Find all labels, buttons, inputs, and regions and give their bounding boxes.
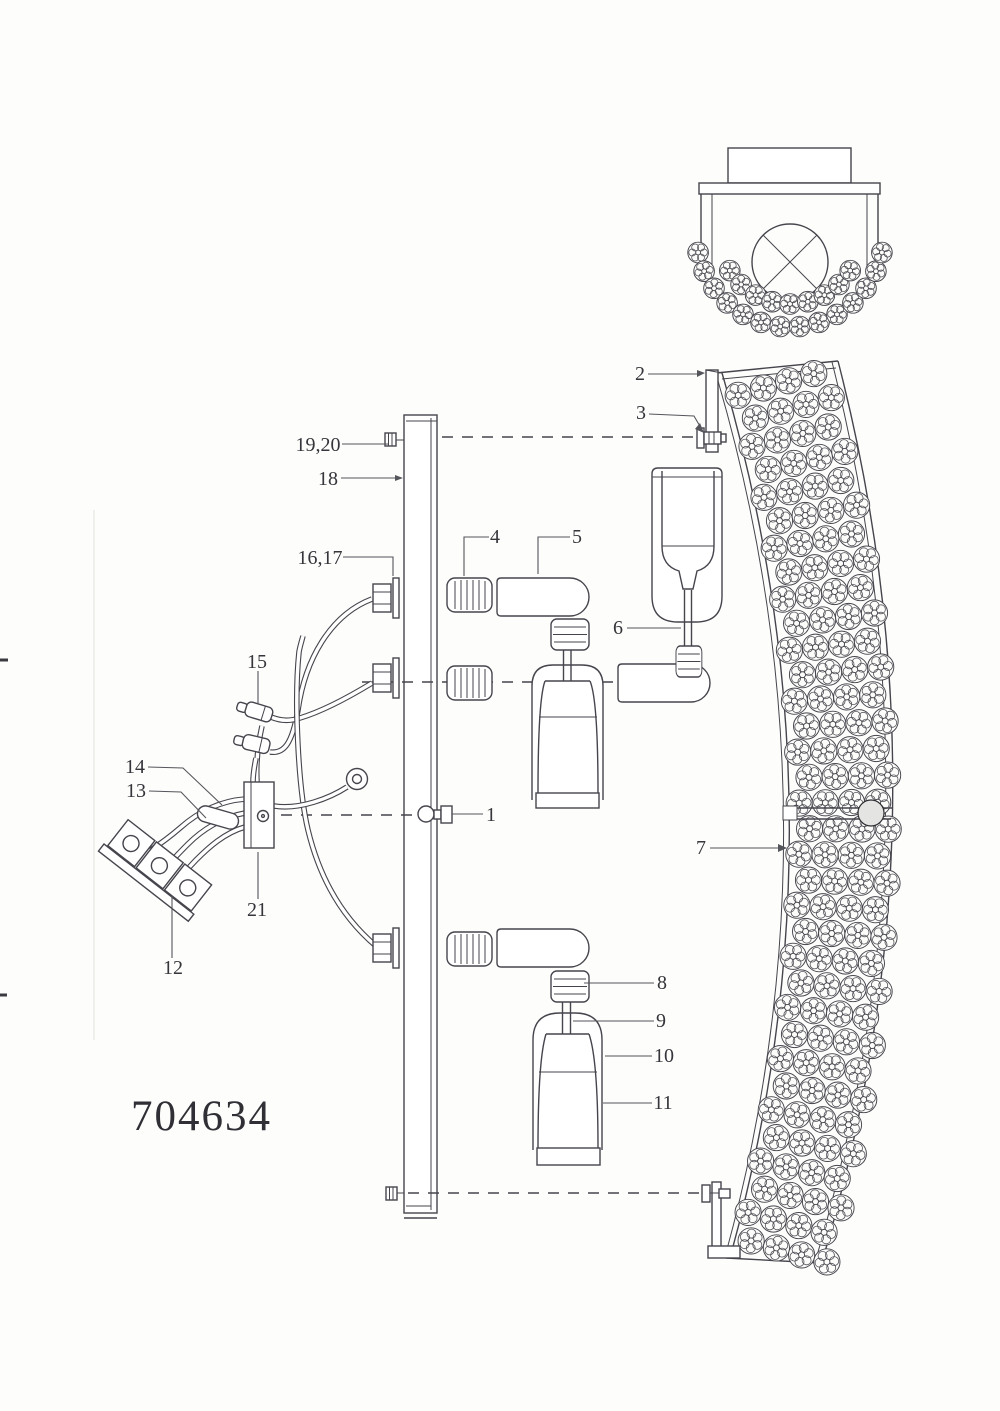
wire-fitting-row2	[372, 657, 400, 699]
callout-18: 18	[318, 468, 338, 490]
callout-13: 13	[126, 780, 146, 802]
lamp-shade-middle	[531, 618, 604, 809]
callout-5: 5	[572, 526, 582, 548]
screw-3	[696, 427, 727, 449]
screw-19-20-bottom	[385, 1186, 404, 1201]
cover-capsule-row3	[496, 928, 590, 968]
threaded-nipple-row3	[446, 931, 493, 967]
socket-cap-lower	[550, 970, 590, 1003]
callout-labels: 1 2 3 4 5 6 7 8 9 10 11 12 13 14 15 16,1…	[125, 363, 706, 1114]
callout-11: 11	[653, 1092, 672, 1114]
wire-connector-15b	[233, 733, 271, 755]
callout-15: 15	[247, 651, 267, 673]
threaded-nipple-row1	[446, 577, 493, 613]
callout-10: 10	[654, 1045, 674, 1067]
screw-1	[417, 805, 453, 824]
wire-fitting-row1	[372, 577, 400, 619]
screw-bottom	[701, 1184, 731, 1203]
bulb-assembly	[651, 467, 723, 678]
socket-cap-bulb	[675, 645, 703, 678]
fixture-overview	[687, 147, 893, 338]
callout-9: 9	[656, 1010, 666, 1032]
lamp-shade-lower	[532, 970, 603, 1166]
callout-12: 12	[163, 957, 183, 979]
callout-8: 8	[657, 972, 667, 994]
callout-21: 21	[247, 899, 267, 921]
callout-leaders	[147, 370, 787, 1104]
callout-7: 7	[696, 837, 706, 859]
ring-terminal	[345, 767, 369, 791]
terminal-block-12	[97, 818, 213, 923]
band-middle-tab	[782, 799, 893, 827]
callout-6: 6	[613, 617, 623, 639]
crystal-band-balls	[724, 360, 902, 1276]
wire-connector-15a	[235, 701, 274, 723]
socket-cap-middle	[550, 618, 590, 651]
callout-16-17: 16,17	[298, 547, 343, 569]
callout-3: 3	[636, 402, 646, 424]
crystal-band	[715, 360, 902, 1276]
callout-14: 14	[125, 756, 145, 778]
part-number: 704634	[131, 1093, 272, 1140]
callout-4: 4	[490, 526, 500, 548]
band-bottom-bracket	[707, 1181, 741, 1259]
marked-bead	[857, 799, 885, 827]
wire-fitting-row3	[372, 927, 400, 969]
callout-2: 2	[635, 363, 645, 385]
scan-artifacts	[0, 510, 95, 1040]
callout-1: 1	[486, 804, 496, 826]
overview-beads	[687, 241, 893, 338]
cover-capsule-row1	[496, 577, 590, 617]
callout-19-20: 19,20	[296, 434, 341, 456]
screw-19-20-top	[384, 432, 404, 447]
connector-block-21	[243, 781, 275, 849]
wire-sleeve-14	[196, 805, 240, 830]
threaded-nipple-row2	[446, 665, 493, 701]
